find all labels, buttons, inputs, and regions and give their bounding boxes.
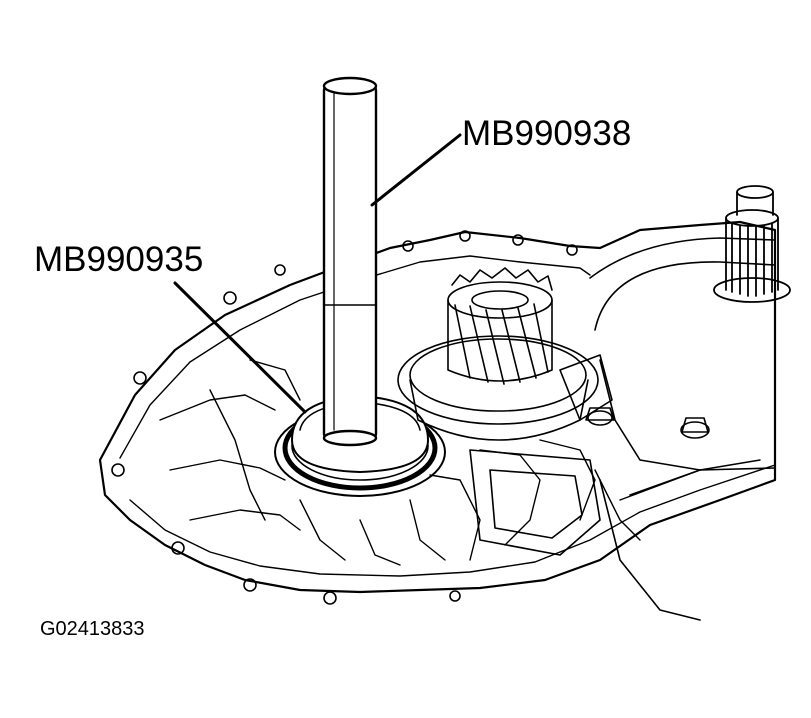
flange-bolt-holes [111, 230, 578, 605]
leader-line-lower [173, 281, 307, 414]
callout-tool-upper: MB990938 [462, 114, 632, 153]
figure-code: G02413833 [40, 618, 145, 640]
drive-gear [397, 267, 599, 441]
lower-bracket [469, 449, 701, 621]
right-housing [559, 237, 776, 471]
output-shaft [713, 185, 791, 303]
casting-ribs [159, 359, 761, 566]
callout-tool-lower: MB990935 [34, 240, 204, 279]
handle-bar [322, 76, 378, 447]
leader-line-upper [370, 133, 462, 207]
